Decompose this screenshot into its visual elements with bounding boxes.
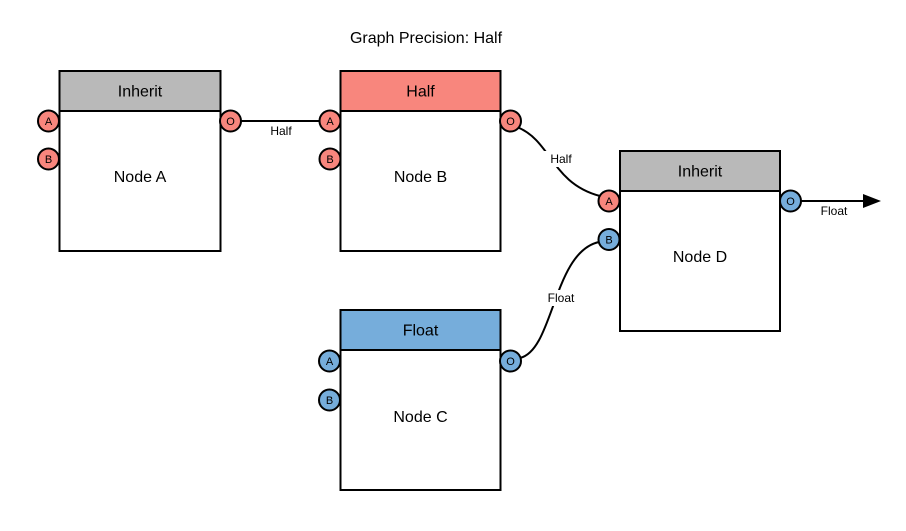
node-c: Float Node C A B O: [318, 309, 522, 491]
node-d: Inherit Node D A B O: [597, 150, 802, 332]
port-circle: [37, 147, 60, 171]
port-label: A: [605, 196, 613, 208]
port-circle: [318, 109, 342, 133]
port-label: O: [786, 196, 795, 208]
port-label: B: [326, 154, 333, 166]
port-circle: [37, 109, 60, 133]
node-a-header: [58, 70, 222, 112]
edge-b-to-d-label: Half: [550, 152, 572, 166]
port-label: A: [326, 356, 334, 368]
port-label: A: [45, 116, 53, 128]
node-a-label: Node A: [114, 169, 167, 186]
edge-b-to-d-label-bg: [544, 151, 578, 167]
node-b: Half Node B A B O: [318, 70, 522, 252]
node-d-header: [619, 150, 781, 192]
output-arrow-label: Float: [821, 204, 848, 218]
port-circle: [219, 109, 242, 133]
node-b-port-o: O: [499, 109, 522, 133]
port-label: A: [326, 116, 334, 128]
port-circle: [318, 349, 341, 373]
port-circle: [597, 189, 621, 213]
node-c-port-b: B: [318, 388, 341, 412]
port-circle: [318, 388, 341, 412]
port-label: O: [506, 116, 515, 128]
edges: Half Half Float: [230, 120, 601, 359]
node-a-header-label: Inherit: [118, 84, 163, 101]
node-b-label: Node B: [394, 169, 447, 186]
node-a-port-o: O: [219, 109, 242, 133]
node-c-port-a: A: [318, 349, 341, 373]
node-a: Inherit Node A A B O: [37, 70, 242, 252]
node-a-port-b: B: [37, 147, 60, 171]
node-b-port-a: A: [318, 109, 342, 133]
node-d-label: Node D: [673, 249, 727, 266]
port-label: B: [326, 395, 333, 407]
edge-c-to-d-label: Float: [548, 291, 575, 305]
port-circle: [499, 109, 522, 133]
node-d-header-label: Inherit: [678, 164, 723, 181]
diagram-title: Graph Precision: Half: [350, 30, 503, 47]
port-label: O: [506, 356, 515, 368]
node-d-port-o: O: [779, 189, 802, 213]
output-arrow-head: [863, 194, 881, 208]
port-circle: [597, 228, 621, 251]
edge-c-to-d-label-bg: [542, 290, 580, 306]
node-b-port-b: B: [318, 147, 342, 171]
node-c-header: [339, 309, 502, 351]
node-c-header-label: Float: [403, 323, 439, 340]
node-c-port-o: O: [499, 349, 522, 373]
output-arrow: Float: [801, 194, 881, 218]
port-label: O: [226, 116, 235, 128]
port-circle: [499, 349, 522, 373]
node-c-label: Node C: [393, 409, 447, 426]
port-label: B: [45, 154, 52, 166]
port-circle: [779, 189, 802, 213]
port-circle: [318, 147, 342, 171]
node-a-port-a: A: [37, 109, 60, 133]
node-b-header-label: Half: [406, 84, 435, 101]
port-label: B: [605, 235, 612, 247]
edge-a-to-b-label: Half: [270, 124, 292, 138]
node-b-header: [339, 70, 502, 112]
node-d-port-a: A: [597, 189, 621, 213]
edge-a-to-b-label-bg: [264, 124, 298, 139]
node-d-port-b: B: [597, 228, 621, 251]
